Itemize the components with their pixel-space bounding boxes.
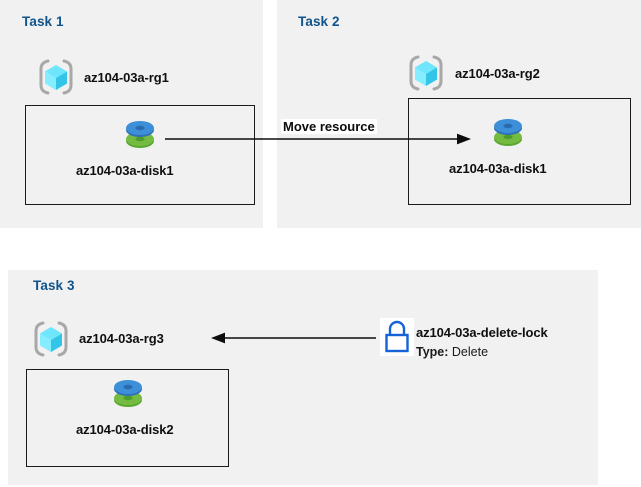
lock-type-key: Type: [416, 345, 449, 359]
task2-panel [277, 0, 641, 228]
task1-panel [0, 0, 263, 228]
task3-resource-label: az104-03a-disk2 [76, 422, 174, 437]
managed-disk-icon [122, 117, 158, 153]
task1-resource-box [25, 105, 255, 205]
move-resource-arrow [165, 133, 471, 145]
lock-type-row: Type: Delete [416, 345, 488, 359]
lock-type-value: Delete [451, 345, 489, 359]
lock-arrow [211, 332, 376, 344]
lock-name-label: az104-03a-delete-lock [416, 325, 548, 340]
task1-resource-group-label: az104-03a-rg1 [84, 70, 169, 85]
padlock-icon [380, 318, 414, 356]
managed-disk-icon [490, 115, 526, 151]
move-resource-label: Move resource [281, 119, 377, 134]
task2-resource-label: az104-03a-disk1 [449, 161, 547, 176]
task2-resource-box [408, 98, 631, 205]
task3-resource-group-label: az104-03a-rg3 [79, 331, 164, 346]
task1-resource-label: az104-03a-disk1 [76, 163, 174, 178]
task3-resource-box [26, 369, 229, 467]
task2-title: Task 2 [298, 14, 340, 29]
resource-group-icon [36, 57, 76, 97]
task2-resource-group-label: az104-03a-rg2 [455, 66, 540, 81]
resource-group-icon [406, 53, 446, 93]
resource-group-icon [31, 319, 71, 359]
managed-disk-icon [110, 376, 146, 412]
task3-title: Task 3 [33, 278, 75, 293]
task3-panel [8, 270, 598, 485]
task1-title: Task 1 [22, 14, 64, 29]
